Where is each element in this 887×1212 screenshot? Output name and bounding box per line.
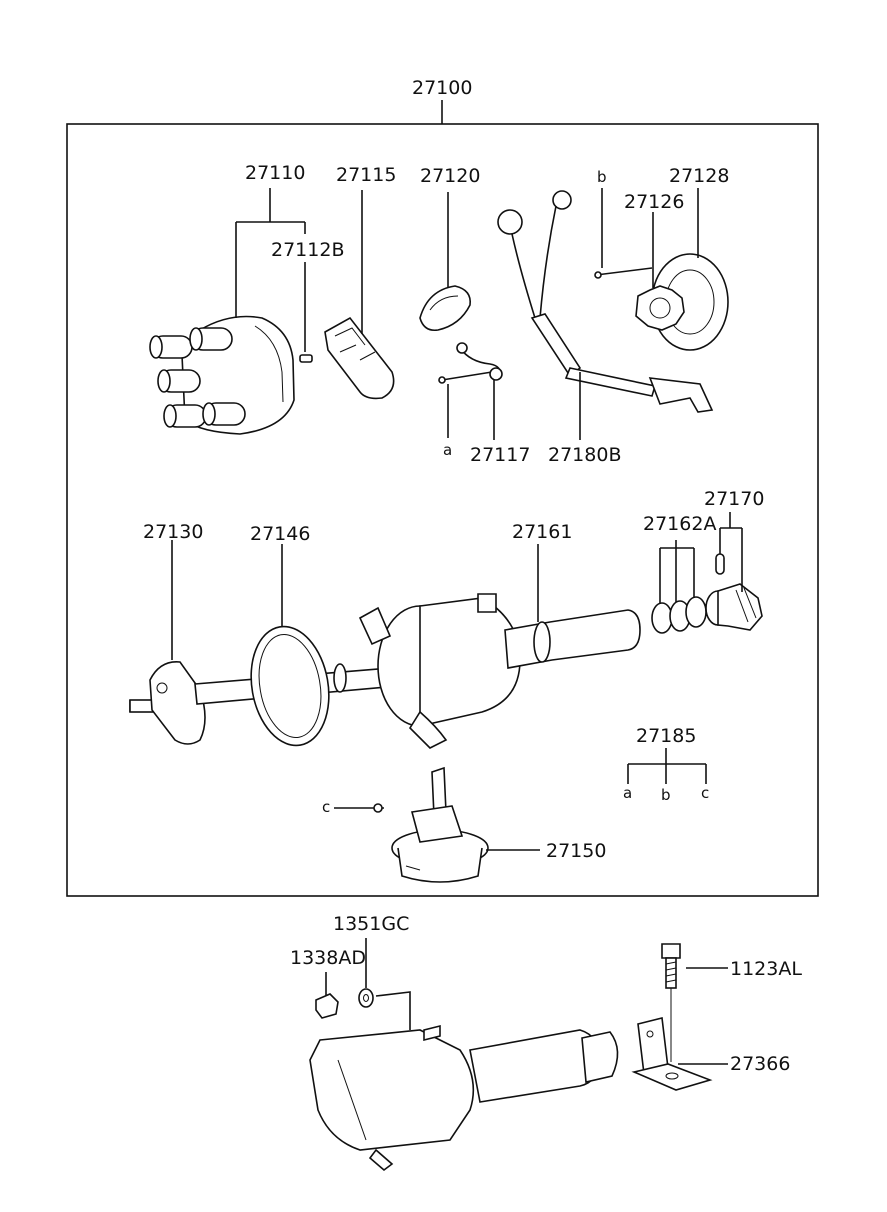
- label-27130[interactable]: 27130: [143, 521, 203, 543]
- label-set-a[interactable]: a: [623, 784, 632, 802]
- pin-leaders: [719, 512, 743, 592]
- label-1123al[interactable]: 1123AL: [730, 958, 802, 980]
- washer-leaders: [659, 540, 695, 604]
- label-1351gc[interactable]: 1351GC: [333, 913, 409, 935]
- screw-set-leaders: [627, 748, 707, 784]
- label-27150[interactable]: 27150: [546, 840, 606, 862]
- label-27146[interactable]: 27146: [250, 523, 310, 545]
- label-27110[interactable]: 27110: [245, 162, 305, 184]
- distributor-housing[interactable]: [358, 593, 641, 749]
- cap-leaders: [235, 188, 306, 352]
- label-b-top[interactable]: b: [597, 168, 607, 186]
- nut-1338ad[interactable]: [315, 993, 339, 1019]
- label-27126[interactable]: 27126: [624, 191, 684, 213]
- washer-1351gc[interactable]: [358, 988, 374, 1008]
- cap-seal[interactable]: [299, 354, 313, 363]
- nut-leader: [375, 991, 411, 1030]
- screw-b[interactable]: [594, 267, 653, 279]
- label-27128[interactable]: 27128: [669, 165, 729, 187]
- label-27120[interactable]: 27120: [420, 165, 480, 187]
- ground-wire[interactable]: [456, 342, 503, 381]
- label-27112b[interactable]: 27112B: [271, 239, 344, 261]
- drive-gear[interactable]: [705, 553, 763, 631]
- label-1338ad[interactable]: 1338AD: [290, 947, 366, 969]
- washers[interactable]: [651, 596, 707, 634]
- label-27162a[interactable]: 27162A: [643, 513, 716, 535]
- label-27170[interactable]: 27170: [704, 488, 764, 510]
- rotor[interactable]: [324, 316, 395, 400]
- label-set-c[interactable]: c: [701, 784, 709, 802]
- label-27366[interactable]: 27366: [730, 1053, 790, 1075]
- label-27100[interactable]: 27100: [412, 77, 472, 99]
- screw-a[interactable]: [438, 371, 493, 384]
- signal-rotor[interactable]: [635, 285, 685, 331]
- label-set-b[interactable]: b: [661, 786, 671, 804]
- screw-c[interactable]: [334, 803, 384, 813]
- vacuum-advance[interactable]: [391, 766, 489, 883]
- label-27180b[interactable]: 27180B: [548, 444, 621, 466]
- bracket-27366[interactable]: [631, 1017, 713, 1091]
- label-a-top[interactable]: a: [443, 441, 452, 459]
- label-27161[interactable]: 27161: [512, 521, 572, 543]
- label-27117[interactable]: 27117: [470, 444, 530, 466]
- label-c-left[interactable]: c: [322, 798, 330, 816]
- label-27115[interactable]: 27115: [336, 164, 396, 186]
- wiring-harness[interactable]: [497, 190, 714, 413]
- distributor-cap[interactable]: [149, 315, 295, 435]
- bolt-1123al[interactable]: [661, 943, 681, 989]
- distributor-assembly-lower[interactable]: [309, 1024, 619, 1172]
- gasket[interactable]: [242, 620, 338, 751]
- dust-cover[interactable]: [419, 285, 472, 332]
- label-27185[interactable]: 27185: [636, 725, 696, 747]
- breaker-plate[interactable]: [129, 661, 206, 745]
